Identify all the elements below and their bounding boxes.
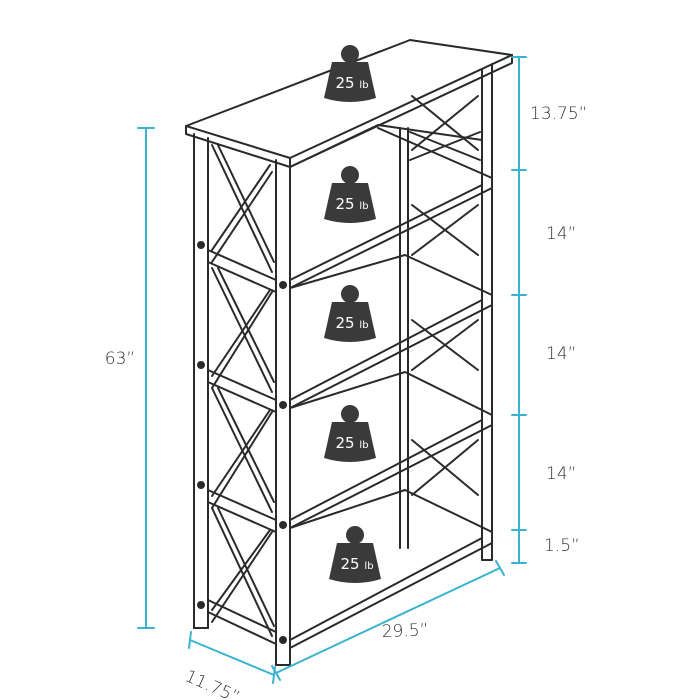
weight-icon-4: 25 lb (324, 405, 376, 462)
weight-value-3: 25 (335, 314, 354, 332)
weight-icon-5: 25 lb (329, 526, 381, 583)
back-frame (399, 63, 493, 549)
weight-unit-1: lb (359, 80, 368, 91)
weight-unit-4: lb (359, 440, 368, 451)
shelf-gap-1-label: 14” (546, 224, 576, 244)
height-total-label: 63” (105, 349, 135, 369)
weight-value-4: 25 (335, 434, 354, 452)
weight-icon-1: 25 lb (324, 45, 376, 102)
depth-label: 11.75” (182, 666, 243, 700)
depth-dimension-line (188, 631, 276, 684)
weight-icon-2: 25 lb (324, 166, 376, 223)
bookshelf-drawing (185, 39, 513, 666)
width-dimension-line (271, 560, 505, 681)
weight-icon-3: 25 lb (324, 285, 376, 342)
weight-unit-2: lb (359, 201, 368, 212)
left-side-frame (193, 133, 291, 666)
height-dimension-line (137, 127, 155, 629)
weight-value-5: 25 (340, 555, 359, 573)
width-label: 29.5” (381, 620, 428, 642)
top-section-label: 13.75” (530, 104, 587, 124)
weight-unit-3: lb (359, 320, 368, 331)
weight-value-1: 25 (335, 74, 354, 92)
weight-unit-5: lb (364, 561, 373, 572)
weight-value-2: 25 (335, 195, 354, 213)
shelf-gap-2-label: 14” (546, 344, 576, 364)
shelf-gap-3-label: 14” (546, 464, 576, 484)
bottom-clearance-label: 1.5” (544, 536, 580, 556)
shelves (289, 124, 493, 649)
dimension-lines (137, 56, 527, 684)
